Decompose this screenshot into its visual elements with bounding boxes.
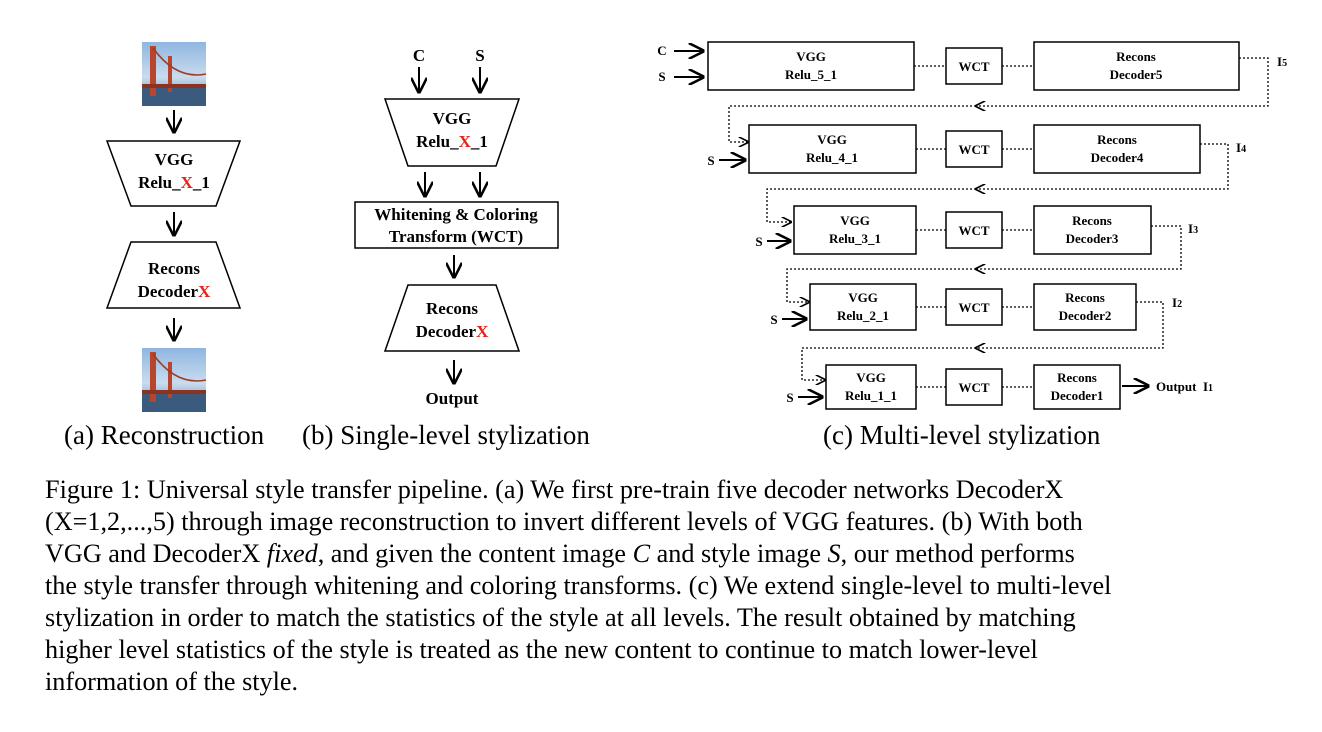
vgg-label: VGG xyxy=(848,290,878,305)
decoder-label: Decoder3 xyxy=(1066,231,1119,246)
caption-line: VGG and DecoderX fixed, and given the co… xyxy=(45,539,1075,568)
relu-label: Relu_4_1 xyxy=(806,150,858,165)
input-s-label: S xyxy=(755,234,762,249)
decoder-label: DecoderX xyxy=(416,322,489,341)
relu-label: Relu_1_1 xyxy=(845,388,897,403)
figure-caption: Figure 1: Universal style transfer pipel… xyxy=(45,474,1287,698)
vgg-block xyxy=(825,364,917,410)
wct-block xyxy=(354,201,559,249)
input-c-label: C xyxy=(657,43,666,58)
recons-label: Recons xyxy=(1116,49,1156,64)
wct-block xyxy=(945,368,1003,406)
caption-line: higher level statistics of the style is … xyxy=(45,635,1038,664)
vgg-encoder-block xyxy=(383,98,521,167)
input-s-label: S xyxy=(786,390,793,405)
decoder-block xyxy=(105,241,242,309)
level-5-row: C S VGG Relu_5_1 WCT Recons Decoder5 I5 xyxy=(657,41,1287,142)
vgg-block xyxy=(809,283,917,331)
wct-label: WCT xyxy=(958,223,989,238)
relu-label: Relu_5_1 xyxy=(785,67,837,82)
feedback-connector xyxy=(976,57,1269,106)
wct-label: WCT xyxy=(958,59,989,74)
decoder-block xyxy=(1033,124,1201,174)
relu-label: Relu_2_1 xyxy=(837,308,889,323)
relu-label: Relu_3_1 xyxy=(829,231,881,246)
recons-label: Recons xyxy=(148,259,200,278)
vgg-label: VGG xyxy=(433,109,472,128)
vgg-block xyxy=(793,205,917,255)
recons-label: Recons xyxy=(1072,213,1112,228)
level-1-row: S VGG Relu_1_1 WCT Recons Decoder1 Outpu… xyxy=(786,364,1213,410)
vgg-block xyxy=(748,124,917,174)
caption-line: (X=1,2,...,5) through image reconstructi… xyxy=(45,507,1083,536)
wct-block xyxy=(945,130,1003,168)
wct-label: WCT xyxy=(958,300,989,315)
caption-line: information of the style. xyxy=(45,667,299,696)
wct-label-line1: Whitening & Coloring xyxy=(374,205,538,224)
feedback-connector xyxy=(976,301,1164,348)
output-i-label: I5 xyxy=(1277,54,1287,69)
vgg-encoder-block xyxy=(105,140,242,207)
feedback-connector xyxy=(786,268,976,302)
decoder-label: Decoder4 xyxy=(1091,150,1144,165)
recons-label: Recons xyxy=(1057,370,1097,385)
vgg-label: VGG xyxy=(856,370,886,385)
level-4-row: S VGG Relu_4_1 WCT Recons Decoder4 I4 xyxy=(707,124,1246,222)
decoder-label: Decoder1 xyxy=(1051,388,1104,403)
decoder-block xyxy=(383,284,521,352)
decoder-label: DecoderX xyxy=(138,282,211,301)
wct-label-line2: Transform (WCT) xyxy=(389,227,523,246)
input-c-label: C xyxy=(413,46,425,65)
panel-c: C S VGG Relu_5_1 WCT Recons Decoder5 I5 … xyxy=(657,41,1287,410)
output-i-label: I3 xyxy=(1188,221,1198,236)
input-s-label: S xyxy=(707,153,714,168)
level-3-row: S VGG Relu_3_1 WCT Recons Decoder3 I3 xyxy=(755,205,1198,302)
wct-block xyxy=(945,211,1003,249)
wct-label: WCT xyxy=(958,142,989,157)
decoder-block xyxy=(1033,364,1121,410)
panel-a-caption: (a) Reconstruction xyxy=(64,420,265,450)
vgg-block xyxy=(707,41,915,91)
decoder-block xyxy=(1033,41,1240,91)
recons-label: Recons xyxy=(1065,290,1105,305)
feedback-connector xyxy=(976,143,1229,189)
feedback-connector xyxy=(801,347,976,380)
input-s-label: S xyxy=(770,312,777,327)
vgg-label: VGG xyxy=(796,49,826,64)
feedback-connector xyxy=(728,105,976,142)
figure-diagram: VGG Relu_X_1 Recons DecoderX C S VGG Rel… xyxy=(105,41,1287,412)
vgg-label: VGG xyxy=(840,213,870,228)
wct-label: WCT xyxy=(958,380,989,395)
decoder-block xyxy=(1033,283,1137,331)
recons-label: Recons xyxy=(426,299,478,318)
decoder-label: Decoder5 xyxy=(1110,67,1163,82)
vgg-label: VGG xyxy=(155,150,194,169)
feedback-connector xyxy=(766,188,976,222)
panel-b-caption: (b) Single-level stylization xyxy=(302,420,590,450)
caption-line: the style transfer through whitening and… xyxy=(45,571,1112,600)
decoder-block xyxy=(1033,205,1152,255)
level-2-row: S VGG Relu_2_1 WCT Recons Decoder2 I2 xyxy=(770,283,1182,380)
caption-line: Figure 1: Universal style transfer pipel… xyxy=(45,475,1064,504)
vgg-label: VGG xyxy=(817,132,847,147)
final-output-label: Output I1 xyxy=(1156,379,1213,394)
recons-label: Recons xyxy=(1097,132,1137,147)
decoder-label: Decoder2 xyxy=(1059,308,1112,323)
input-s-label: S xyxy=(658,69,665,84)
output-label: Output xyxy=(426,389,479,408)
caption-line: stylization in order to match the statis… xyxy=(45,603,1076,632)
output-i-label: I2 xyxy=(1172,295,1182,310)
relu-label: Relu_X_1 xyxy=(138,173,210,192)
panel-a: VGG Relu_X_1 Recons DecoderX xyxy=(105,42,242,412)
relu-label: Relu_X_1 xyxy=(416,132,488,151)
panel-c-caption: (c) Multi-level stylization xyxy=(823,420,1101,450)
output-i-label: I4 xyxy=(1236,140,1246,155)
input-image xyxy=(142,42,207,106)
panel-b: C S VGG Relu_X_1 Whitening & Coloring Tr… xyxy=(354,46,559,408)
output-image xyxy=(142,348,207,412)
input-s-label: S xyxy=(475,46,484,65)
